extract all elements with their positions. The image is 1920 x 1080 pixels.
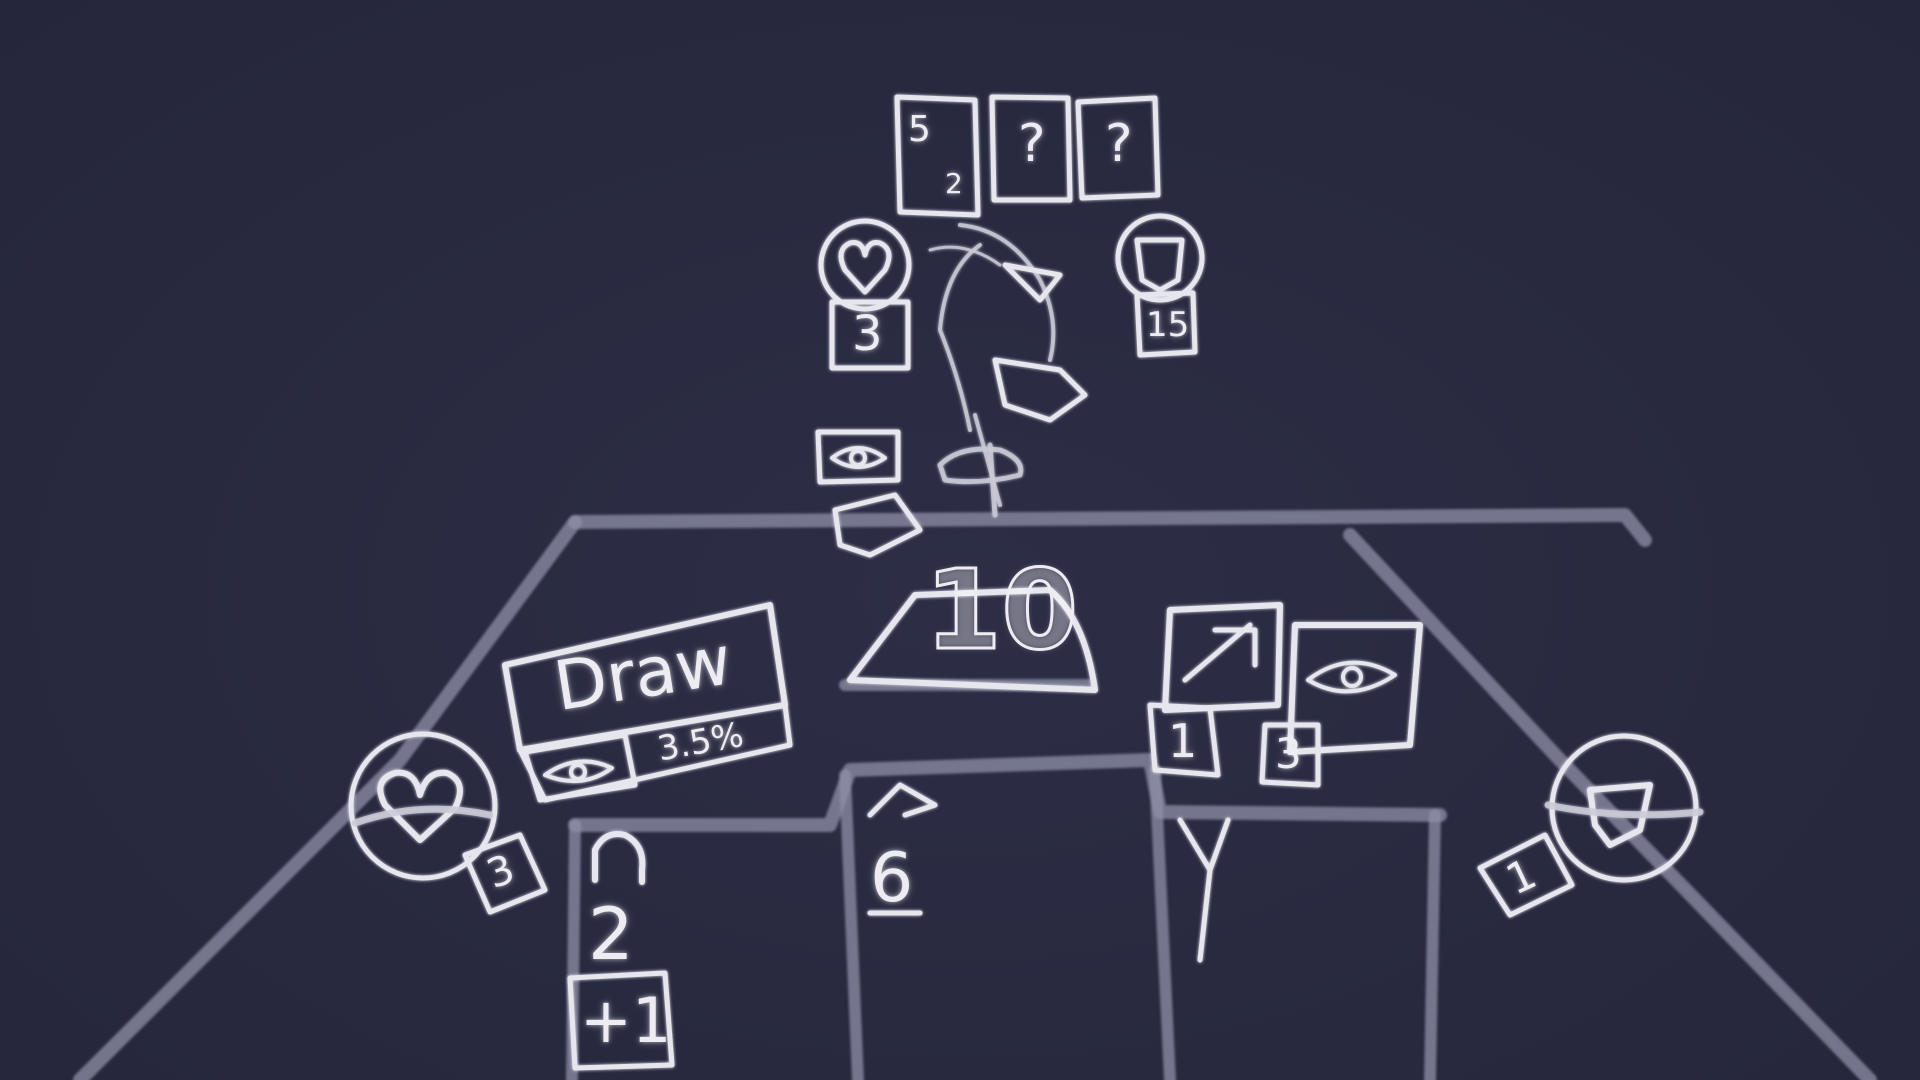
pot-area <box>847 587 1098 693</box>
opponent-card-1-sub: 2 <box>945 167 963 200</box>
opponent-hand-target[interactable] <box>897 97 1158 215</box>
opponent-figure <box>928 223 1088 518</box>
opponent-peek-tokens <box>815 429 923 558</box>
opponent-hand <box>894 94 1161 218</box>
player-slot-value: 2 <box>588 892 634 976</box>
attack-sword-button[interactable] <box>1165 605 1280 710</box>
peek-token-button[interactable] <box>818 432 920 555</box>
peek-eye-button[interactable] <box>525 735 637 800</box>
opponent-shield-badge <box>1115 213 1205 358</box>
opponent-card-2-value: ? <box>1018 114 1046 174</box>
opponent-health-value: 3 <box>852 306 883 362</box>
pot-value: 10 <box>923 546 1079 674</box>
opponent-heart-badge <box>818 218 912 371</box>
side-slot-b: 3 <box>1275 729 1302 778</box>
player-slot-icons <box>567 782 1231 1071</box>
opponent-shield-value: 15 <box>1146 305 1190 345</box>
side-slot-a: 1 <box>1168 714 1198 768</box>
reveal-eye-button[interactable] <box>1290 625 1420 752</box>
action-panel <box>1147 602 1423 788</box>
draw-button[interactable] <box>505 605 790 755</box>
player-heart-badge <box>348 731 548 915</box>
pot-target[interactable] <box>850 590 1095 690</box>
bonus-card-button[interactable] <box>570 970 675 1070</box>
player-slot-bonus: +1 <box>580 984 672 1057</box>
center-pile-count: 6 <box>870 839 914 918</box>
player-shield-badge <box>1477 733 1704 918</box>
opponent-card-3-value: ? <box>1105 114 1133 174</box>
table-outline <box>73 508 1877 1080</box>
opponent-card-1-value: 5 <box>908 109 931 150</box>
draw-panel <box>502 602 793 803</box>
